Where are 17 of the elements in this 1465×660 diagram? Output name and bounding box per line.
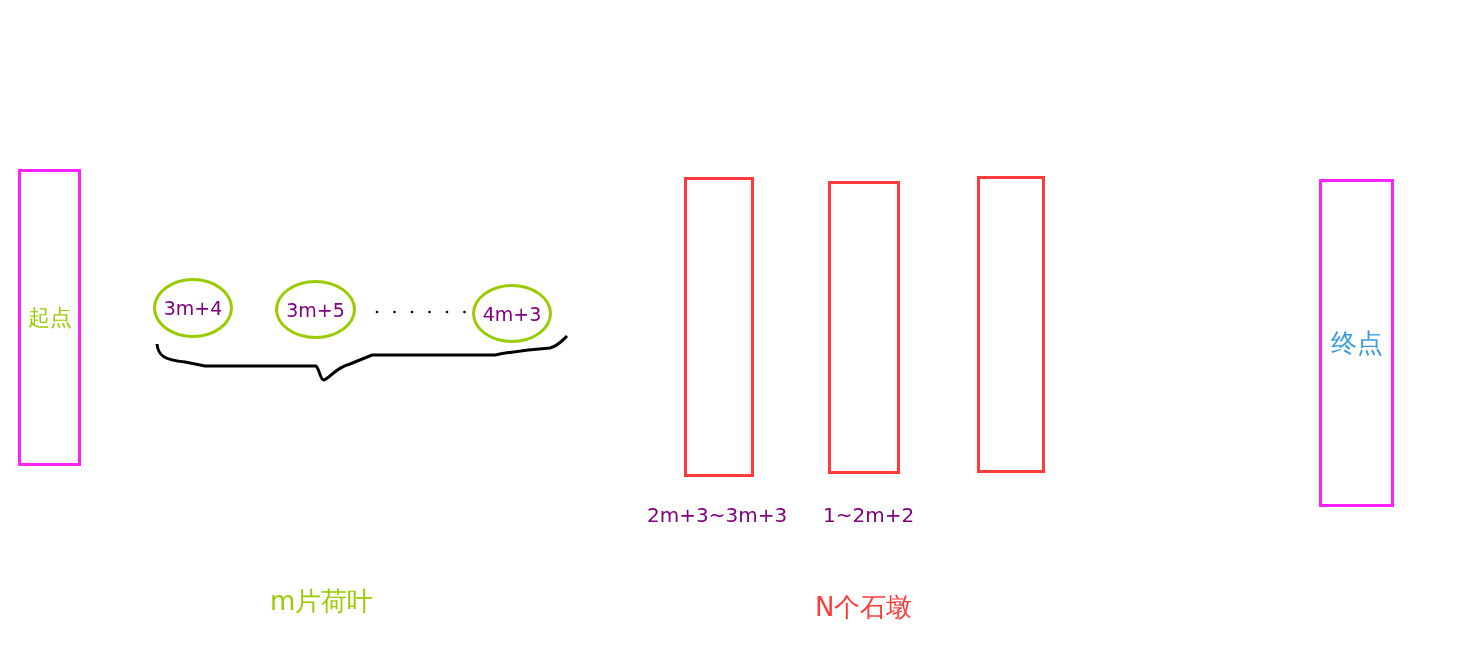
leaf-ellipse bbox=[153, 278, 233, 338]
leaf-ellipse bbox=[472, 284, 552, 343]
node-label: 3m+5 bbox=[286, 298, 345, 321]
range-label: 1~2m+2 bbox=[823, 503, 915, 527]
group-caption: N个石墩 bbox=[815, 591, 913, 624]
end-box bbox=[1319, 179, 1394, 507]
empty-box bbox=[828, 181, 900, 474]
node-label: 4m+3 bbox=[482, 302, 542, 325]
group-caption: m片荷叶 bbox=[270, 585, 374, 618]
node-label: 终点 bbox=[1330, 326, 1383, 360]
empty-box bbox=[684, 177, 754, 477]
range-label: 2m+3~3m+3 bbox=[647, 503, 788, 527]
start-box bbox=[18, 169, 81, 466]
node-label: 3m+4 bbox=[163, 297, 223, 319]
empty-box bbox=[977, 176, 1045, 473]
leaf-ellipse bbox=[275, 280, 356, 339]
node-label: 起点 bbox=[27, 303, 72, 332]
